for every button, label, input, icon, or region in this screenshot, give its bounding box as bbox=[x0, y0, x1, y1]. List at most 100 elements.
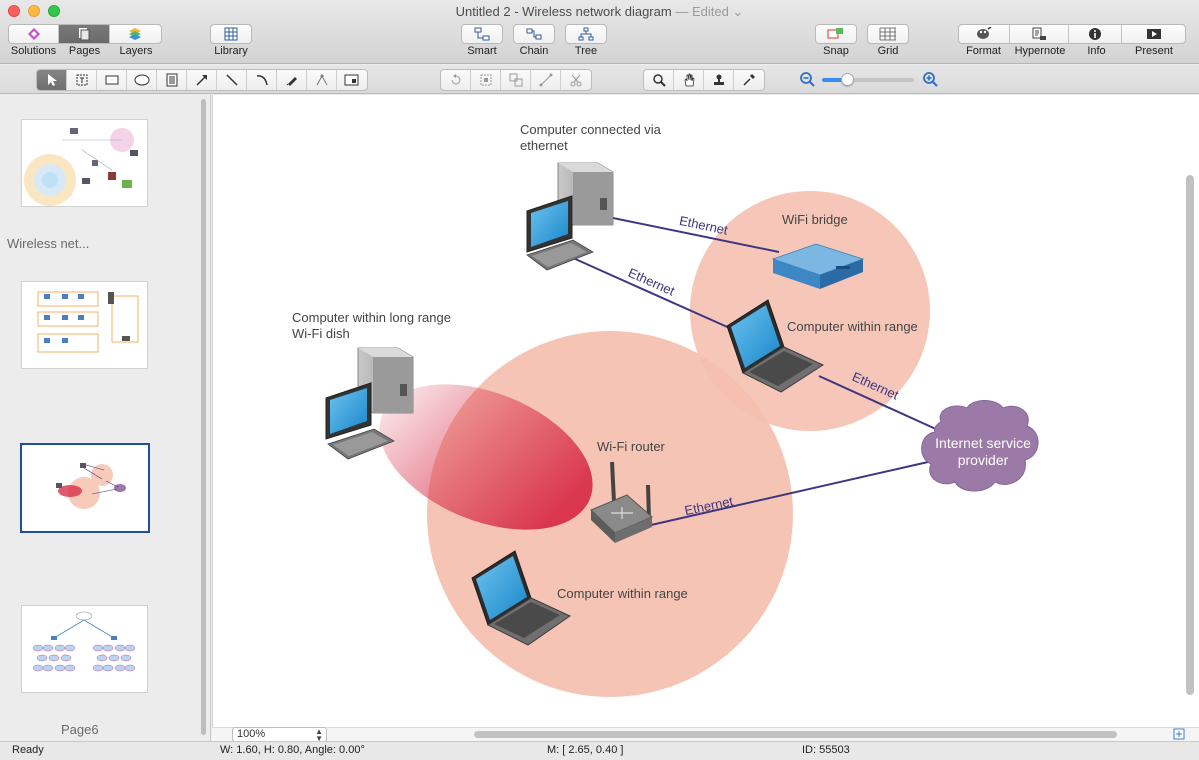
stamp-icon bbox=[713, 74, 724, 85]
document-title: Untitled 2 - Wireless network diagram bbox=[455, 4, 672, 19]
zoom-tool[interactable] bbox=[644, 70, 674, 90]
drawing-canvas[interactable]: Ethernet Ethernet Ethernet Ethernet Comp… bbox=[212, 95, 1199, 727]
ellipse-icon bbox=[134, 74, 149, 86]
tree-button-face[interactable] bbox=[566, 25, 606, 43]
view-segmented-control bbox=[8, 24, 162, 44]
rectangle-tool[interactable] bbox=[97, 70, 127, 90]
palette-icon bbox=[977, 27, 992, 39]
library-button[interactable] bbox=[210, 24, 252, 44]
canvas-horizontal-scroll-thumb[interactable] bbox=[474, 731, 1117, 738]
ellipse-tool[interactable] bbox=[127, 70, 157, 90]
smart-button-face[interactable] bbox=[462, 25, 502, 43]
info-button[interactable] bbox=[1069, 25, 1122, 43]
page-label-1: Wireless net... bbox=[7, 236, 90, 251]
page-thumbnail-4[interactable] bbox=[21, 605, 148, 693]
library-icon bbox=[224, 27, 238, 41]
status-mouse: M: [ 2.65, 0.40 ] bbox=[547, 744, 624, 756]
wifi-bridge-device[interactable] bbox=[771, 243, 865, 289]
container-icon bbox=[344, 74, 359, 86]
tree-button[interactable] bbox=[565, 24, 607, 44]
eyedropper-tool[interactable] bbox=[734, 70, 764, 90]
ethernet-line-router-isp[interactable] bbox=[650, 461, 929, 526]
thumbnail-preview bbox=[24, 128, 138, 206]
zoom-out-icon[interactable] bbox=[799, 71, 815, 87]
text-lines-icon bbox=[166, 73, 177, 87]
pan-tool[interactable] bbox=[674, 70, 704, 90]
pages-label: Pages bbox=[68, 45, 101, 57]
scale-tool[interactable] bbox=[471, 70, 501, 90]
pages-button[interactable] bbox=[59, 25, 110, 43]
close-window-button[interactable] bbox=[8, 5, 20, 17]
container-tool[interactable] bbox=[337, 70, 367, 90]
connect-tool[interactable] bbox=[531, 70, 561, 90]
arc-tool[interactable] bbox=[247, 70, 277, 90]
hypernote-label: Hypernote bbox=[1014, 45, 1066, 57]
snap-button-face[interactable] bbox=[816, 25, 856, 43]
ethernet-line-pc-bridge[interactable] bbox=[612, 217, 780, 253]
chain-button[interactable] bbox=[513, 24, 555, 44]
pen-tool[interactable] bbox=[277, 70, 307, 90]
solutions-button[interactable] bbox=[9, 25, 60, 43]
zoom-slider-knob[interactable] bbox=[841, 73, 854, 86]
format-button[interactable] bbox=[959, 25, 1010, 43]
group-tool[interactable] bbox=[501, 70, 531, 90]
chain-button-face[interactable] bbox=[514, 25, 554, 43]
edited-indicator[interactable]: — Edited ⌄ bbox=[675, 4, 744, 19]
transform-tools-group bbox=[440, 69, 592, 91]
desktop-computer-long-range[interactable] bbox=[325, 347, 414, 460]
present-icon bbox=[1146, 29, 1161, 39]
solutions-icon bbox=[27, 28, 40, 40]
wifi-dish-beam[interactable] bbox=[358, 356, 614, 559]
arrow-tool[interactable] bbox=[187, 70, 217, 90]
zoom-slider[interactable] bbox=[822, 78, 914, 82]
rotate-tool[interactable] bbox=[441, 70, 471, 90]
label-long-range-2: Wi-Fi dish bbox=[292, 326, 350, 341]
page-thumbnail-3[interactable] bbox=[20, 443, 150, 533]
ethernet-label-1: Ethernet bbox=[678, 213, 730, 238]
solutions-label: Solutions bbox=[10, 45, 57, 57]
sidebar-scrollbar[interactable] bbox=[201, 99, 206, 735]
canvas-vertical-scrollbar[interactable] bbox=[1186, 175, 1194, 695]
text-tool[interactable] bbox=[157, 70, 187, 90]
ethernet-line-laptop-isp[interactable] bbox=[818, 375, 939, 431]
laptop-bottom[interactable] bbox=[471, 550, 572, 646]
label-computer-ethernet-2: ethernet bbox=[520, 138, 568, 153]
snap-button[interactable] bbox=[815, 24, 857, 44]
bezier-tool[interactable] bbox=[307, 70, 337, 90]
grid-button[interactable] bbox=[867, 24, 909, 44]
network-diagram[interactable]: Ethernet Ethernet Ethernet Ethernet Comp… bbox=[213, 95, 1199, 727]
text-box-tool[interactable] bbox=[67, 70, 97, 90]
desktop-computer-ethernet[interactable] bbox=[526, 162, 614, 271]
minimize-window-button[interactable] bbox=[28, 5, 40, 17]
view-tools-group bbox=[643, 69, 765, 91]
zoom-slider-fill bbox=[822, 78, 844, 82]
layers-button[interactable] bbox=[110, 25, 161, 43]
fit-to-window-icon[interactable] bbox=[1173, 728, 1185, 740]
smart-button[interactable] bbox=[461, 24, 503, 44]
hypernote-button[interactable] bbox=[1010, 25, 1069, 43]
hypernote-icon bbox=[1032, 27, 1046, 40]
rotate-icon bbox=[451, 74, 460, 85]
arrow-cursor-icon bbox=[47, 74, 57, 86]
isp-cloud[interactable] bbox=[921, 400, 1039, 492]
laptop-top[interactable] bbox=[726, 299, 825, 393]
present-button[interactable] bbox=[1122, 25, 1185, 43]
ethernet-line-pc-laptop[interactable] bbox=[572, 257, 744, 335]
select-tool[interactable] bbox=[37, 70, 67, 90]
zoom-window-button[interactable] bbox=[48, 5, 60, 17]
page-thumbnail-2[interactable] bbox=[21, 281, 148, 369]
magnifier-icon bbox=[652, 74, 666, 87]
present-label: Present bbox=[1135, 45, 1173, 57]
zoom-in-icon[interactable] bbox=[922, 71, 938, 87]
info-label: Info bbox=[1087, 45, 1106, 57]
grid-icon bbox=[879, 27, 896, 41]
stamp-tool[interactable] bbox=[704, 70, 734, 90]
zoom-level-select[interactable]: 100% ▲▼ bbox=[232, 727, 327, 743]
grid-button-face[interactable] bbox=[868, 25, 908, 43]
wifi-router-device[interactable] bbox=[590, 461, 653, 543]
disconnect-tool[interactable] bbox=[561, 70, 591, 90]
page-thumbnail-1[interactable] bbox=[21, 119, 148, 207]
line-tool[interactable] bbox=[217, 70, 247, 90]
library-button-face[interactable] bbox=[211, 25, 251, 43]
info-icon bbox=[1089, 28, 1101, 40]
